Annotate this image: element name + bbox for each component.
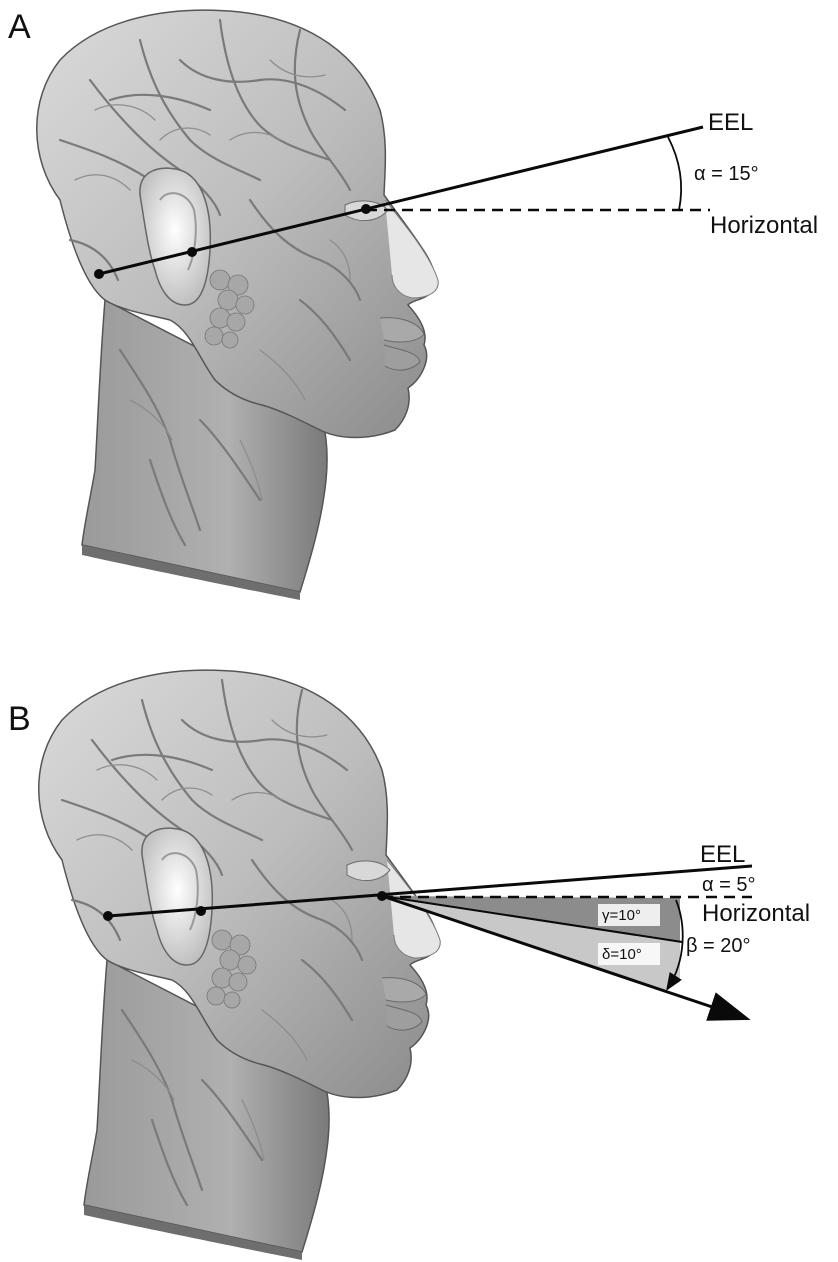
panel-a-horizontal-label: Horizontal (710, 212, 818, 239)
panel-b: B EEL α = 5° Horizontal γ=10° δ=10° β = … (8, 670, 810, 1260)
panel-b-alpha-label: α = 5° (702, 874, 755, 896)
panel-a-point-eye (361, 204, 371, 214)
panel-a-label: A (8, 8, 31, 46)
panel-b-label: B (8, 700, 31, 738)
panel-b-point-tragus (103, 911, 113, 921)
panel-b-eel-label: EEL (700, 841, 745, 868)
panel-b-horizontal-label: Horizontal (702, 900, 810, 927)
panel-b-point-ear (196, 906, 206, 916)
panel-a-point-tragus (94, 269, 104, 279)
panel-a-alpha-arc (668, 137, 681, 210)
panel-a-head-illustration (37, 10, 438, 600)
panel-a-point-ear (187, 247, 197, 257)
panel-a-eel-label: EEL (708, 109, 753, 136)
panel-b-point-eye (377, 891, 387, 901)
panel-b-beta-label: β = 20° (686, 935, 751, 957)
panel-b-delta-label: δ=10° (602, 946, 642, 963)
panel-a-alpha-label: α = 15° (694, 163, 759, 185)
panel-a: A EEL α = 15° Horizontal (8, 8, 818, 600)
panel-b-head-illustration (39, 670, 440, 1260)
panel-b-gamma-label: γ=10° (602, 907, 641, 924)
